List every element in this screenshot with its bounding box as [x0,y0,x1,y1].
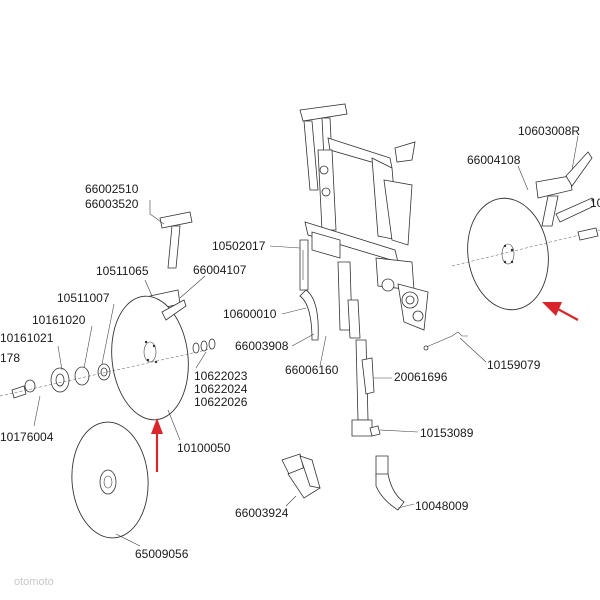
label-10159079: 10159079 [487,358,541,372]
left-disc-assembly [0,211,216,539]
leader-lines [33,135,579,547]
label-66003908: 66003908 [235,339,289,353]
main-frame [299,103,429,437]
label-10622026: 10622026 [194,395,248,409]
label-66003520: 66003520 [85,197,139,211]
label-10622024: 10622024 [194,382,248,396]
label-66002510: 66002510 [85,182,139,196]
label-10600010: 10600010 [223,307,277,321]
label-10603008R: 10603008R [518,124,580,138]
label-10176004: 10176004 [0,430,54,444]
right-disc-assembly [451,151,600,311]
label-66004108: 66004108 [467,153,521,167]
highlight-arrows [151,302,579,472]
label-10622023: 10622023 [194,369,248,383]
label-10100050: 10100050 [177,441,231,455]
label-66006160: 66006160 [285,363,339,377]
label-10153089: 10153089 [420,426,474,440]
label-178: 178 [0,351,20,365]
label-10511007: 10511007 [57,291,110,305]
watermark: otomoto [14,576,54,588]
label-66003924: 66003924 [235,506,289,520]
label-10161020: 10161020 [32,313,86,327]
label-65009056: 65009056 [135,547,189,561]
label-20061696: 20061696 [394,370,448,384]
label-10502017: 10502017 [212,239,266,253]
label-10-partial: 10 [590,196,600,210]
red-arrow-right [555,307,579,321]
red-arrowhead-right [542,302,562,316]
part-labels: 66002510 66003520 10511065 66004107 1050… [0,124,600,561]
label-10048009: 10048009 [415,499,469,513]
red-arrowhead-left [151,418,163,434]
label-66004107: 66004107 [193,263,247,277]
label-10511065: 10511065 [96,264,149,278]
small-parts [281,331,468,511]
label-10161021: 10161021 [0,331,54,345]
